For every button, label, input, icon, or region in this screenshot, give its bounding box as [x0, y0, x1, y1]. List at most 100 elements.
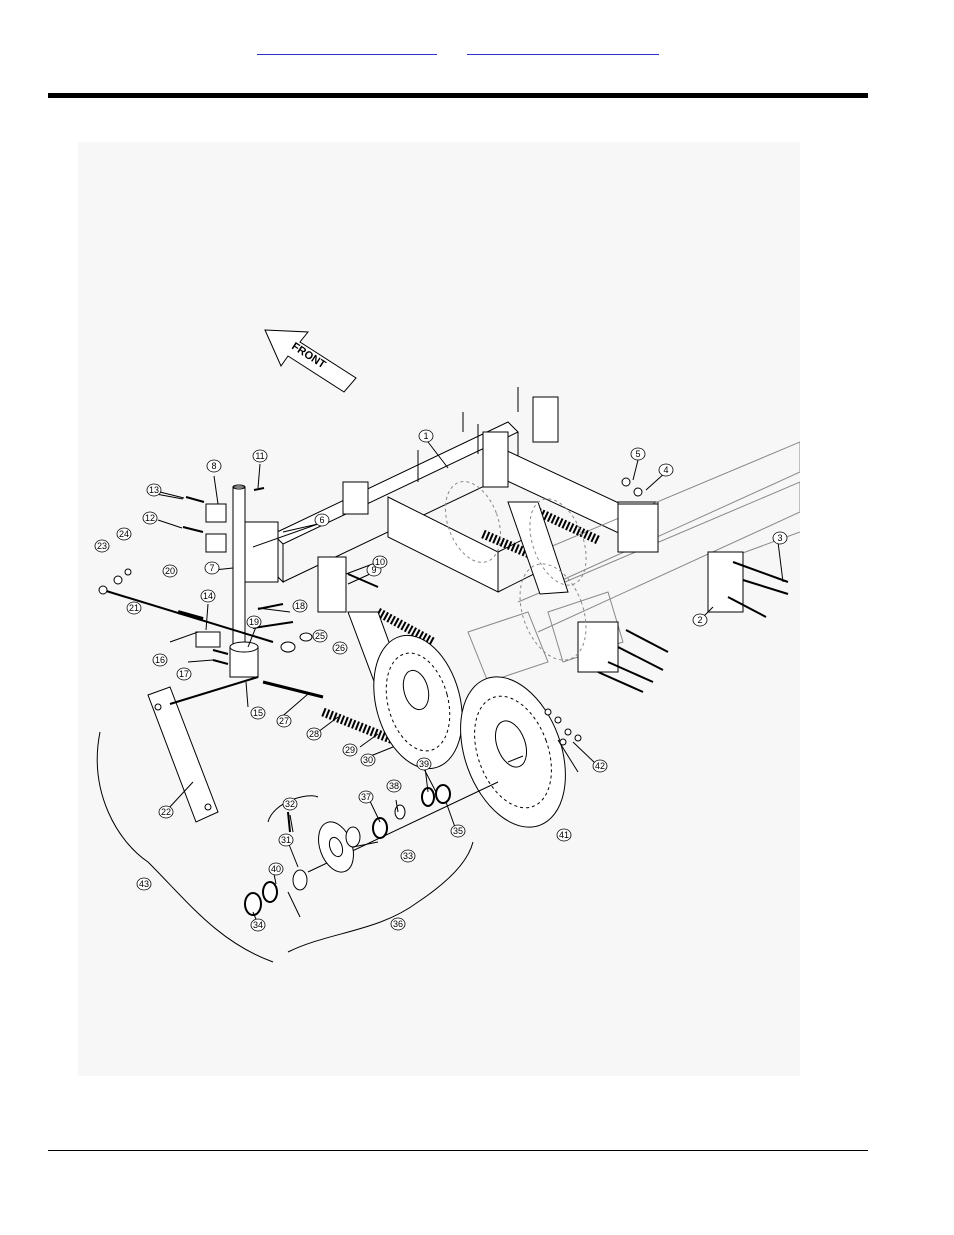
callout-balloon-34 [250, 918, 266, 932]
callout-number-32: 32 [285, 799, 295, 809]
callout-balloon-16 [152, 653, 168, 667]
header-link-left[interactable] [257, 44, 437, 55]
hub-assembly [244, 781, 499, 916]
callout-number-26: 26 [335, 643, 345, 653]
callout-balloon-22 [158, 805, 174, 819]
callout-number-17: 17 [179, 669, 189, 679]
callout-balloon-35 [450, 824, 466, 838]
callout-balloon-31 [278, 833, 294, 847]
callout-number-25: 25 [315, 631, 325, 641]
callout-number-16: 16 [155, 655, 165, 665]
callout-number-22: 22 [161, 807, 171, 817]
callout-balloon-17 [176, 667, 192, 681]
bolts-right [252, 561, 789, 693]
shank-clamps [205, 503, 227, 553]
callout-balloon-8 [206, 459, 222, 473]
main-frame [272, 387, 659, 593]
callout-number-7: 7 [209, 563, 214, 573]
callout-number-14: 14 [203, 591, 213, 601]
callout-balloon-5 [630, 447, 646, 461]
callout-number-11: 11 [255, 451, 264, 461]
callout-number-19: 19 [249, 617, 259, 627]
callout-number-9: 9 [371, 565, 376, 575]
front-arrow-icon [264, 329, 357, 393]
callout-number-35: 35 [453, 826, 463, 836]
callout-balloon-26 [332, 641, 348, 655]
callout-balloon-33 [400, 849, 416, 863]
springs [321, 507, 600, 747]
callout-balloon-27 [276, 714, 292, 728]
rear-frame-outline [467, 441, 800, 683]
callout-balloon-36 [390, 917, 406, 931]
bottom-divider [48, 1150, 868, 1151]
callout-balloon-4 [658, 463, 674, 477]
callout-number-12: 12 [145, 513, 155, 523]
callout-balloon-2 [692, 613, 708, 627]
callout-balloon-37 [358, 790, 374, 804]
callout-number-15: 15 [253, 708, 263, 718]
callout-number-28: 28 [309, 729, 319, 739]
callout-balloon-30 [360, 753, 376, 767]
callout-number-23: 23 [97, 541, 107, 551]
callout-number-1: 1 [423, 431, 428, 441]
callout-number-4: 4 [663, 465, 668, 475]
mounting-plates [244, 503, 744, 673]
callout-number-6: 6 [319, 515, 324, 525]
callout-balloon-7 [204, 561, 220, 575]
callout-balloon-19 [246, 615, 262, 629]
callout-balloon-11 [252, 449, 268, 463]
callout-balloon-29 [342, 743, 358, 757]
callout-number-10: 10 [375, 557, 385, 567]
callout-number-27: 27 [279, 716, 289, 726]
callout-number-31: 31 [281, 835, 291, 845]
callout-number-40: 40 [271, 864, 281, 874]
callout-balloon-12 [142, 511, 158, 525]
callout-number-8: 8 [211, 461, 216, 471]
disc-blades [373, 481, 587, 828]
callout-number-42: 42 [595, 761, 605, 771]
callout-number-34: 34 [253, 920, 263, 930]
callout-balloon-40 [268, 862, 284, 876]
small-nuts [544, 477, 643, 746]
callout-balloon-21 [126, 601, 142, 615]
callout-number-5: 5 [635, 449, 640, 459]
callout-group: 1234567891011121314151617181920212223242… [94, 429, 788, 932]
callout-balloon-38 [386, 779, 402, 793]
callout-number-30: 30 [363, 755, 373, 765]
callout-number-39: 39 [419, 759, 429, 769]
callout-number-41: 41 [559, 830, 569, 840]
callout-balloon-14 [200, 589, 216, 603]
pivot-block [195, 631, 259, 678]
top-divider [48, 93, 868, 98]
callout-balloon-3 [772, 531, 788, 545]
callout-balloon-15 [250, 706, 266, 720]
callout-number-18: 18 [295, 601, 305, 611]
callout-balloon-18 [292, 599, 308, 613]
callout-balloon-20 [162, 564, 178, 578]
callout-number-21: 21 [129, 603, 139, 613]
callout-number-36: 36 [393, 919, 403, 929]
callout-number-37: 37 [361, 792, 371, 802]
callout-balloon-25 [312, 629, 328, 643]
callout-number-29: 29 [345, 745, 355, 755]
callout-balloon-32 [282, 797, 298, 811]
callout-balloon-43 [136, 877, 152, 891]
callout-number-20: 20 [165, 566, 175, 576]
callout-number-24: 24 [119, 529, 129, 539]
callout-number-2: 2 [697, 615, 702, 625]
callout-balloon-42 [592, 759, 608, 773]
callout-balloon-10 [372, 555, 388, 569]
callout-balloon-1 [418, 429, 434, 443]
callout-number-33: 33 [403, 851, 413, 861]
callout-number-43: 43 [139, 879, 149, 889]
header-link-right[interactable] [467, 44, 659, 55]
callout-balloon-6 [314, 513, 330, 527]
callout-number-38: 38 [389, 781, 399, 791]
callout-balloon-24 [116, 527, 132, 541]
callout-balloon-41 [556, 828, 572, 842]
callout-balloon-39 [416, 757, 432, 771]
arm-22 [147, 676, 259, 823]
callout-balloon-23 [94, 539, 110, 553]
adjustment-rod [98, 568, 274, 643]
